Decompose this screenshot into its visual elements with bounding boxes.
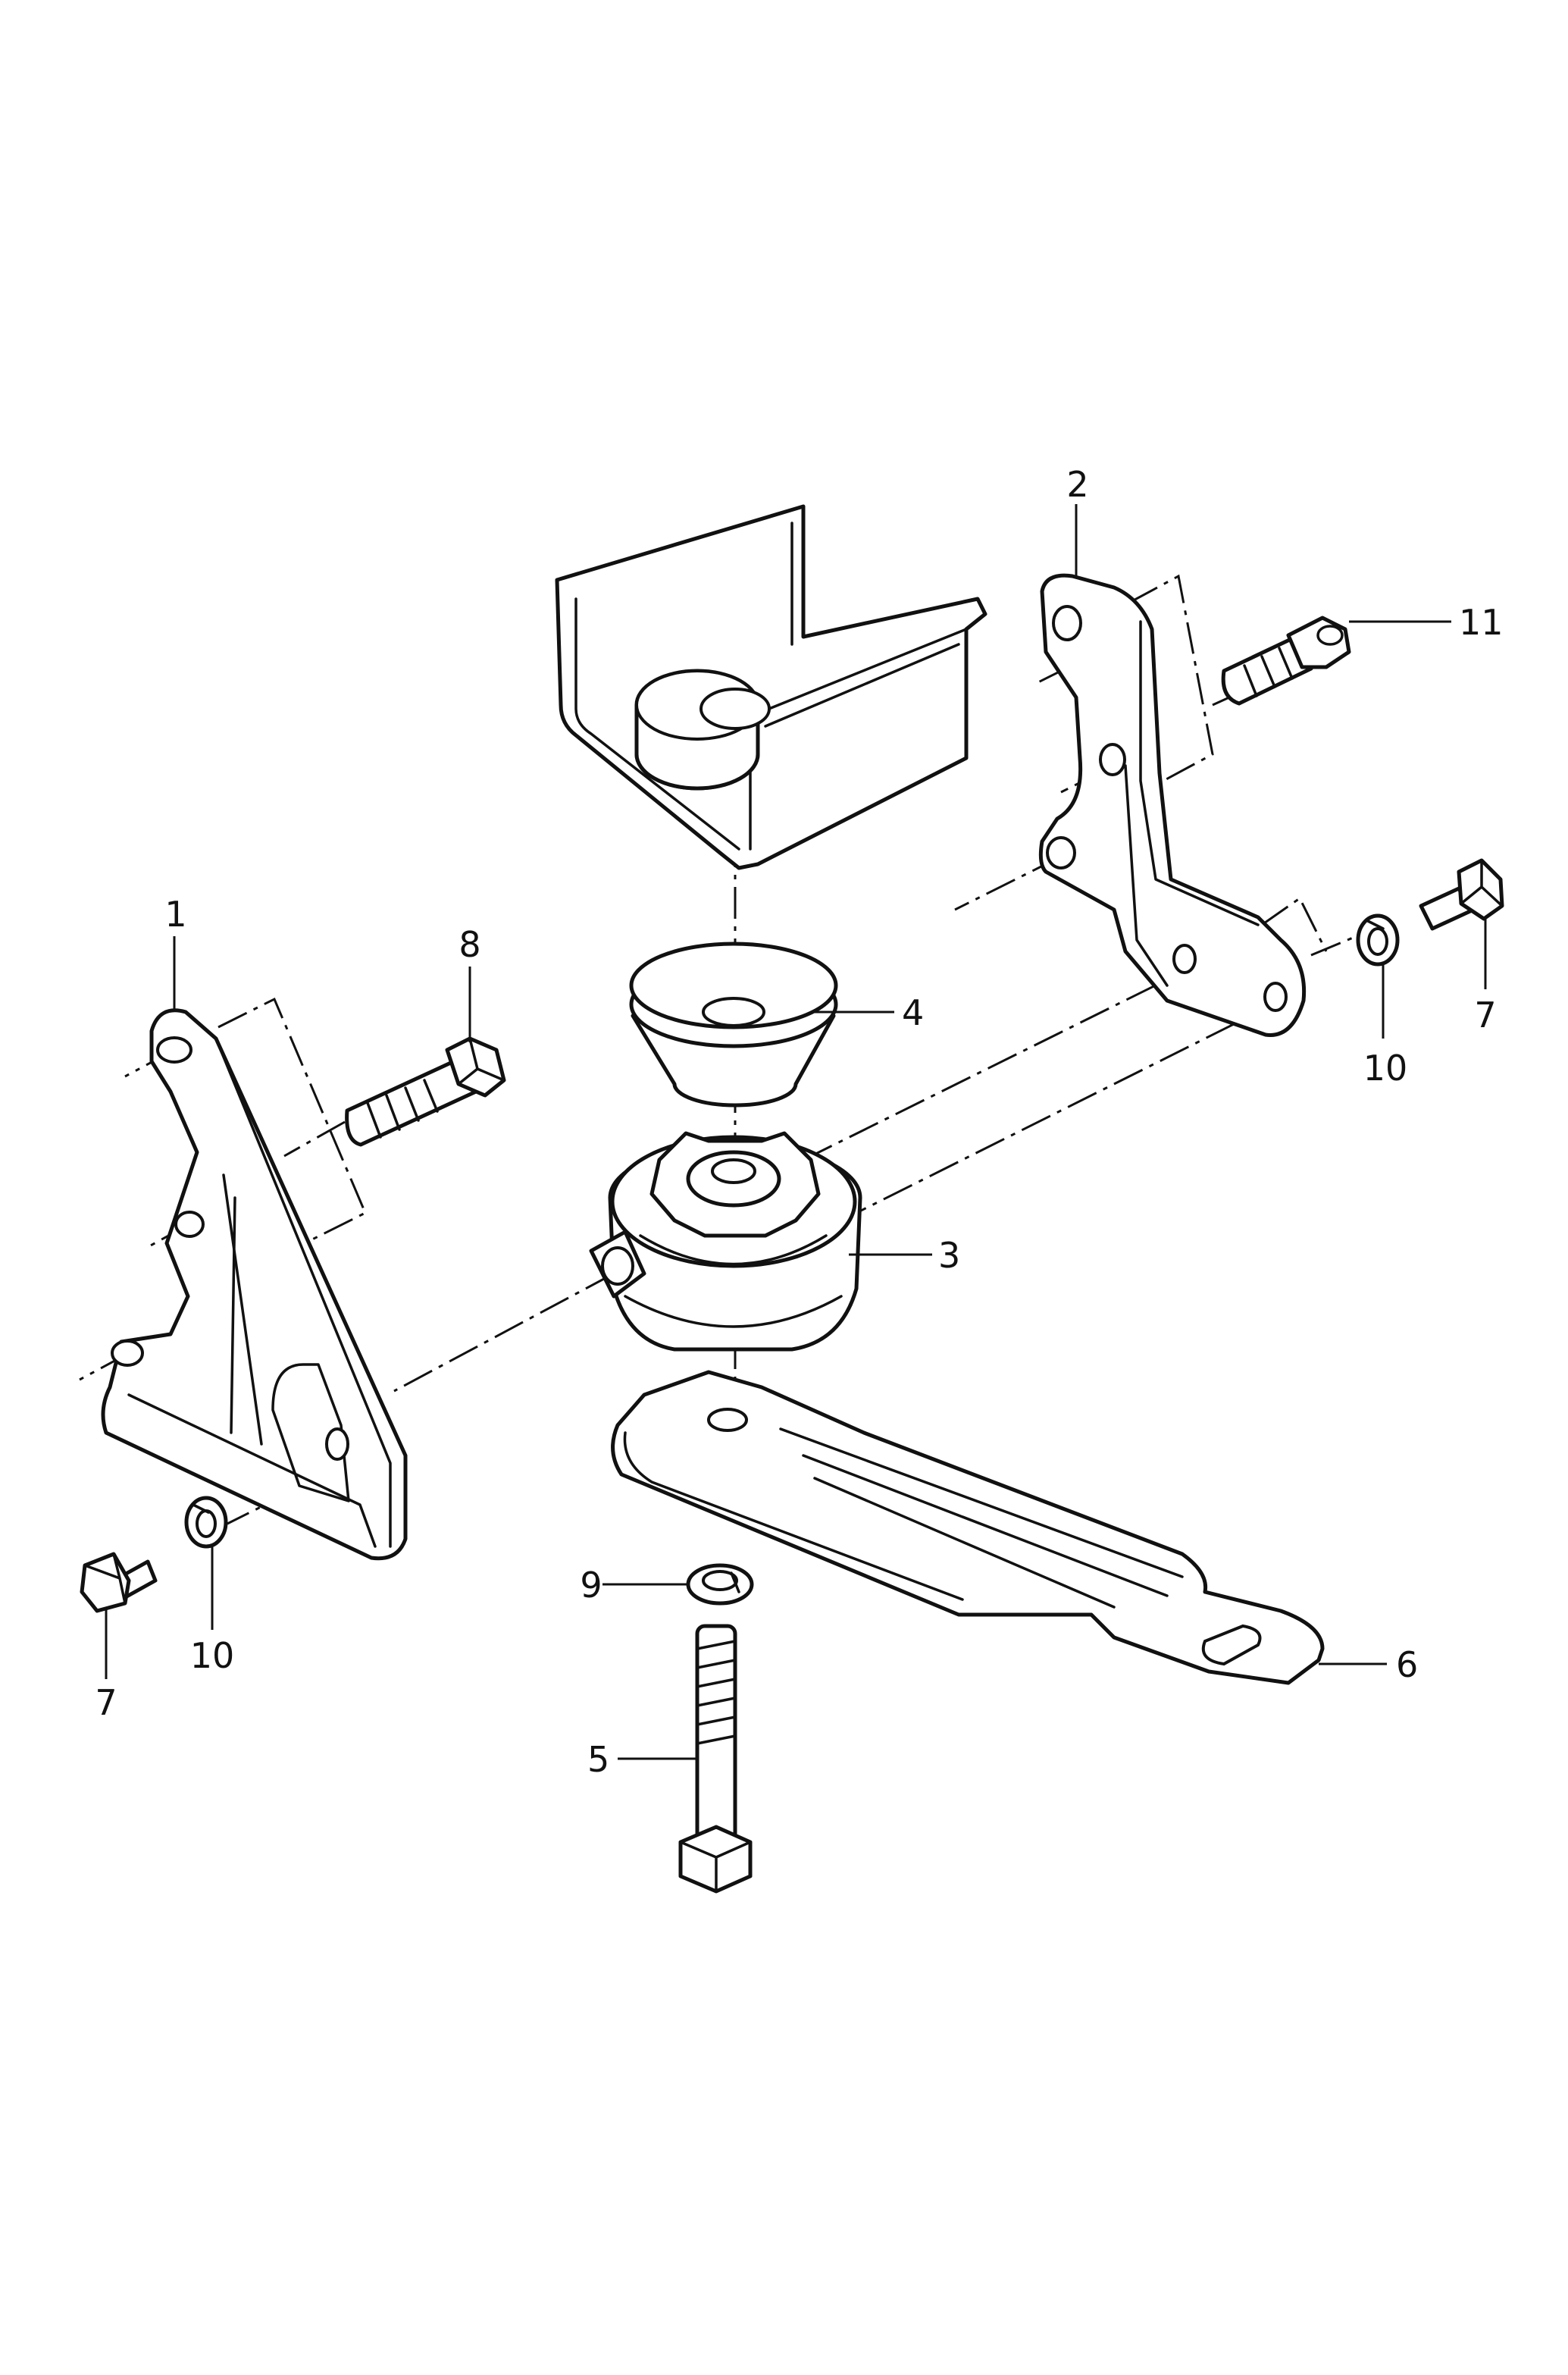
bracket-markers <box>218 574 1328 1242</box>
callout-4: 4 <box>902 992 924 1033</box>
callout-6: 6 <box>1396 1644 1418 1685</box>
callout-5: 5 <box>587 1739 609 1780</box>
lock-washer-10-left <box>184 1496 228 1549</box>
callout-3: 3 <box>938 1235 960 1276</box>
rubber-cone-4 <box>629 942 838 1108</box>
callout-10-right: 10 <box>1363 1048 1408 1089</box>
lower-arm-6 <box>611 1370 1325 1685</box>
callout-2: 2 <box>1066 464 1088 505</box>
bracket-right-2 <box>1038 573 1307 1037</box>
callout-9: 9 <box>580 1565 602 1606</box>
callout-labels: 1 2 3 4 5 6 7 7 8 9 10 10 11 <box>95 464 1503 1780</box>
callout-8: 8 <box>459 924 480 965</box>
bracket-left-1 <box>101 1008 408 1561</box>
bolt-8 <box>345 1036 506 1147</box>
callout-1: 1 <box>164 894 186 935</box>
engine-mount-3 <box>589 1131 862 1352</box>
lock-washer-9 <box>686 1563 754 1606</box>
bolt-7-left <box>80 1552 158 1613</box>
bolt-11 <box>1221 616 1351 706</box>
callout-11: 11 <box>1459 602 1504 643</box>
channel-bracket <box>555 504 987 870</box>
callout-leaders <box>105 504 1487 1760</box>
callout-7-left: 7 <box>95 1682 117 1723</box>
callout-7-right: 7 <box>1474 995 1496 1036</box>
bolt-7-right <box>1419 858 1504 931</box>
callout-10-left: 10 <box>190 1635 235 1676</box>
lock-washer-10-right <box>1356 913 1400 967</box>
bolt-5 <box>678 1624 753 1894</box>
